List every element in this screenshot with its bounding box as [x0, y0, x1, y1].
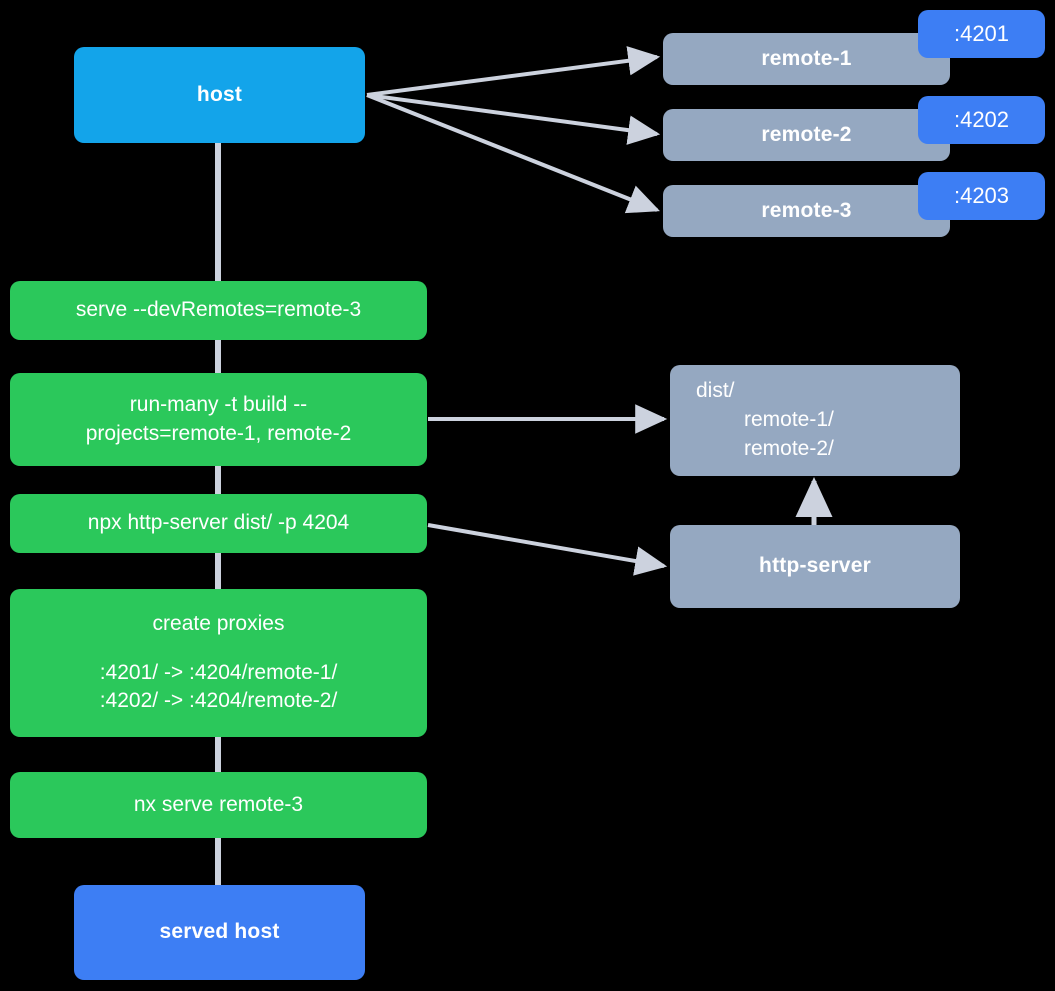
- node-remote-3[interactable]: remote-3: [663, 185, 950, 237]
- edge-host-remote-2: [366, 93, 661, 145]
- node-remote-2-label: remote-2: [761, 122, 852, 146]
- node-command-nx-serve-line-1: nx serve remote-3: [133, 792, 304, 816]
- node-dist-folder-root: dist/: [696, 379, 735, 403]
- node-served-host[interactable]: served host: [74, 885, 365, 980]
- node-command-create-proxies-rule-2: :4202/ -> :4204/remote-2/: [99, 689, 338, 713]
- node-host[interactable]: host: [74, 47, 365, 143]
- badge-port-remote-3-label: :4203: [953, 182, 1010, 208]
- node-dist-folder[interactable]: dist/ remote-1/ remote-2/: [670, 365, 960, 476]
- node-remote-1[interactable]: remote-1: [663, 33, 950, 85]
- edge-host-remote-1: [366, 46, 661, 97]
- node-command-serve-line-1: serve --devRemotes=remote-3: [75, 298, 362, 322]
- node-host-label: host: [196, 82, 243, 106]
- badge-port-remote-1-label: :4201: [953, 20, 1010, 46]
- node-http-server-label: http-server: [759, 554, 871, 578]
- node-command-nx-serve[interactable]: nx serve remote-3: [10, 772, 427, 838]
- node-command-create-proxies-rule-1: :4201/ -> :4204/remote-1/: [99, 660, 338, 684]
- node-command-http-server[interactable]: npx http-server dist/ -p 4204: [10, 494, 427, 553]
- node-command-create-proxies[interactable]: create proxies :4201/ -> :4204/remote-1/…: [10, 589, 427, 737]
- badge-port-remote-2: :4202: [918, 96, 1045, 144]
- edge-npx-httpserver: [427, 523, 668, 576]
- badge-port-remote-3: :4203: [918, 172, 1045, 220]
- node-command-run-many-line-1: run-many -t build --: [129, 392, 308, 416]
- badge-port-remote-2-label: :4202: [953, 106, 1010, 132]
- node-remote-3-label: remote-3: [761, 198, 852, 222]
- node-command-http-server-line-1: npx http-server dist/ -p 4204: [87, 511, 350, 535]
- node-dist-folder-child-2: remote-2/: [744, 436, 834, 460]
- badge-port-remote-1: :4201: [918, 10, 1045, 58]
- node-served-host-label: served host: [159, 920, 280, 944]
- edge-host-remote-3: [366, 93, 660, 214]
- node-remote-2[interactable]: remote-2: [663, 109, 950, 161]
- node-http-server[interactable]: http-server: [670, 525, 960, 608]
- node-dist-folder-child-1: remote-1/: [744, 408, 834, 432]
- node-command-run-many-line-2: projects=remote-1, remote-2: [85, 421, 352, 445]
- node-command-serve[interactable]: serve --devRemotes=remote-3: [10, 281, 427, 340]
- node-command-run-many[interactable]: run-many -t build -- projects=remote-1, …: [10, 373, 427, 466]
- node-remote-1-label: remote-1: [761, 46, 852, 70]
- node-command-create-proxies-title: create proxies: [152, 611, 285, 635]
